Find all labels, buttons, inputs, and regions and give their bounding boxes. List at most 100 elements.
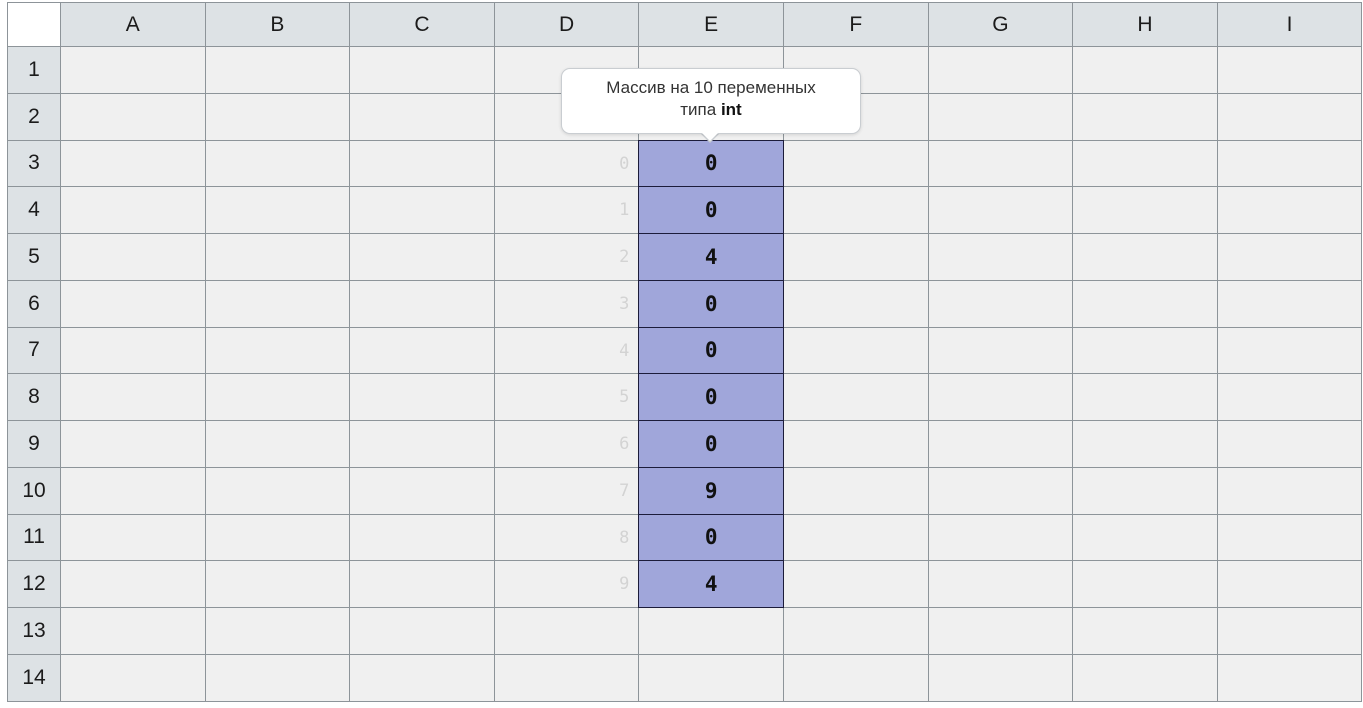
cell-g9[interactable]	[928, 421, 1074, 468]
cell-a4[interactable]	[61, 187, 206, 234]
cell-d14[interactable]	[494, 654, 640, 702]
cell-g6[interactable]	[928, 280, 1074, 328]
array-element-7[interactable]: 9	[638, 466, 784, 515]
column-header-e[interactable]: E	[639, 2, 784, 47]
row-header-1[interactable]: 1	[7, 47, 61, 94]
cell-h4[interactable]	[1073, 187, 1218, 234]
cell-g7[interactable]	[928, 327, 1074, 375]
cell-f6[interactable]	[784, 280, 929, 328]
cell-b2[interactable]	[205, 93, 351, 141]
row-header-5[interactable]: 5	[7, 234, 61, 281]
cell-h3[interactable]	[1073, 140, 1218, 188]
column-header-a[interactable]: A	[61, 2, 206, 47]
cell-g14[interactable]	[928, 654, 1074, 702]
cell-a3[interactable]	[61, 140, 206, 188]
row-header-7[interactable]: 7	[7, 327, 61, 375]
cell-f9[interactable]	[784, 421, 929, 468]
cell-d4[interactable]	[494, 187, 640, 234]
cell-f8[interactable]	[784, 374, 929, 421]
cell-a11[interactable]	[61, 514, 206, 562]
array-element-8[interactable]: 0	[638, 513, 784, 562]
cell-g4[interactable]	[928, 187, 1074, 234]
cell-h9[interactable]	[1073, 421, 1218, 468]
cell-h8[interactable]	[1073, 374, 1218, 421]
cell-h13[interactable]	[1073, 608, 1218, 655]
cell-i4[interactable]	[1217, 187, 1363, 234]
cell-i1[interactable]	[1217, 47, 1363, 94]
array-element-9[interactable]: 4	[638, 560, 784, 608]
cell-g3[interactable]	[928, 140, 1074, 188]
cell-d5[interactable]	[494, 234, 640, 281]
cell-h7[interactable]	[1073, 327, 1218, 375]
cell-b3[interactable]	[205, 140, 351, 188]
cell-h6[interactable]	[1073, 280, 1218, 328]
row-header-14[interactable]: 14	[7, 654, 61, 702]
cell-c12[interactable]	[350, 561, 495, 608]
cell-c8[interactable]	[350, 374, 495, 421]
cell-h1[interactable]	[1073, 47, 1218, 94]
cell-b6[interactable]	[205, 280, 351, 328]
cell-f3[interactable]	[784, 140, 929, 188]
cell-g5[interactable]	[928, 234, 1074, 281]
array-element-6[interactable]: 0	[638, 420, 784, 468]
cell-a5[interactable]	[61, 234, 206, 281]
cell-f10[interactable]	[784, 467, 929, 515]
column-header-h[interactable]: H	[1073, 2, 1218, 47]
cell-e14[interactable]	[639, 654, 784, 702]
cell-e13[interactable]	[639, 608, 784, 655]
row-header-3[interactable]: 3	[7, 140, 61, 188]
row-header-8[interactable]: 8	[7, 374, 61, 421]
column-header-i[interactable]: I	[1217, 2, 1363, 47]
column-header-d[interactable]: D	[494, 2, 640, 47]
cell-i6[interactable]	[1217, 280, 1363, 328]
array-element-3[interactable]: 0	[638, 279, 784, 328]
cell-b11[interactable]	[205, 514, 351, 562]
cell-h2[interactable]	[1073, 93, 1218, 141]
cell-d11[interactable]	[494, 514, 640, 562]
cell-h5[interactable]	[1073, 234, 1218, 281]
cell-g12[interactable]	[928, 561, 1074, 608]
cell-i14[interactable]	[1217, 654, 1363, 702]
cell-g8[interactable]	[928, 374, 1074, 421]
array-element-2[interactable]: 4	[638, 233, 784, 281]
cell-h12[interactable]	[1073, 561, 1218, 608]
cell-a7[interactable]	[61, 327, 206, 375]
cell-g11[interactable]	[928, 514, 1074, 562]
cell-b4[interactable]	[205, 187, 351, 234]
cell-f12[interactable]	[784, 561, 929, 608]
cell-a9[interactable]	[61, 421, 206, 468]
cell-c4[interactable]	[350, 187, 495, 234]
cell-d7[interactable]	[494, 327, 640, 375]
cell-a2[interactable]	[61, 93, 206, 141]
array-element-4[interactable]: 0	[638, 326, 784, 375]
cell-c11[interactable]	[350, 514, 495, 562]
cell-f4[interactable]	[784, 187, 929, 234]
cell-b7[interactable]	[205, 327, 351, 375]
cell-f5[interactable]	[784, 234, 929, 281]
cell-h10[interactable]	[1073, 467, 1218, 515]
cell-f14[interactable]	[784, 654, 929, 702]
cell-i12[interactable]	[1217, 561, 1363, 608]
cell-h11[interactable]	[1073, 514, 1218, 562]
cell-d8[interactable]	[494, 374, 640, 421]
cell-d12[interactable]	[494, 561, 640, 608]
cell-i7[interactable]	[1217, 327, 1363, 375]
cell-d10[interactable]	[494, 467, 640, 515]
row-header-13[interactable]: 13	[7, 608, 61, 655]
cell-c9[interactable]	[350, 421, 495, 468]
select-all-corner[interactable]	[7, 2, 61, 47]
column-header-f[interactable]: F	[784, 2, 929, 47]
cell-c13[interactable]	[350, 608, 495, 655]
cell-d3[interactable]	[494, 140, 640, 188]
cell-g13[interactable]	[928, 608, 1074, 655]
column-header-g[interactable]: G	[928, 2, 1074, 47]
cell-c14[interactable]	[350, 654, 495, 702]
cell-b5[interactable]	[205, 234, 351, 281]
cell-c6[interactable]	[350, 280, 495, 328]
cell-g2[interactable]	[928, 93, 1074, 141]
row-header-4[interactable]: 4	[7, 187, 61, 234]
cell-i11[interactable]	[1217, 514, 1363, 562]
cell-a8[interactable]	[61, 374, 206, 421]
cell-b8[interactable]	[205, 374, 351, 421]
array-element-5[interactable]: 0	[638, 373, 784, 421]
